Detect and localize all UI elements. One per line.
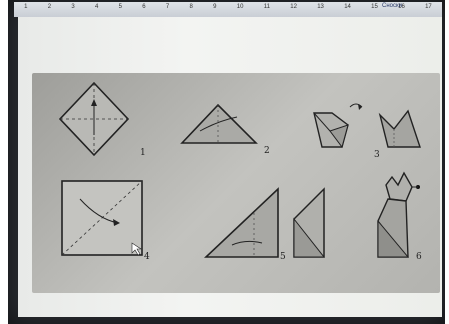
step-label: 5 xyxy=(280,252,286,262)
step-label: 6 xyxy=(416,252,422,262)
origami-illustration: 1 2 xyxy=(32,73,440,293)
step-6-fox xyxy=(378,173,420,257)
ruler-number: 2 xyxy=(48,4,51,10)
step-5-folded xyxy=(294,189,324,257)
step-2-triangle xyxy=(182,105,256,143)
step-3-head xyxy=(380,111,420,147)
ruler-number: 15 xyxy=(371,4,378,10)
origami-steps: 1 2 xyxy=(32,73,440,293)
ruler-number: 5 xyxy=(119,4,122,10)
ruler-number: 1 xyxy=(24,4,27,10)
ruler-numbers: 1 2 3 4 5 6 7 8 9 10 11 12 13 14 15 16 1… xyxy=(14,4,442,10)
step-label: 1 xyxy=(140,148,146,158)
photo: 1 2 3 4 5 6 7 8 9 10 11 12 13 14 15 16 1… xyxy=(8,0,445,324)
ruler-number: 13 xyxy=(317,4,324,10)
step-5-triangle xyxy=(206,189,278,257)
ruler-number: 12 xyxy=(290,4,297,10)
ruler-number: 14 xyxy=(344,4,351,10)
ruler-number: 4 xyxy=(95,4,98,10)
document-area: 1 2 xyxy=(18,17,442,317)
ruler: 1 2 3 4 5 6 7 8 9 10 11 12 13 14 15 16 1… xyxy=(14,2,442,17)
ruler-number: 11 xyxy=(264,4,270,10)
ruler-number: 7 xyxy=(166,4,169,10)
step-label: 3 xyxy=(374,150,380,160)
ruler-number: 3 xyxy=(71,4,74,10)
step-4-square xyxy=(62,181,142,255)
ruler-number: 9 xyxy=(213,4,216,10)
ruler-number: 17 xyxy=(425,4,432,10)
ruler-number: 8 xyxy=(190,4,193,10)
step-1-diamond xyxy=(60,83,128,155)
ruler-number: 6 xyxy=(142,4,145,10)
step-label: 4 xyxy=(144,252,150,262)
ruler-label: Сноски xyxy=(382,3,402,9)
ruler-number: 10 xyxy=(237,4,244,10)
step-label: 2 xyxy=(264,146,270,156)
step-3-fold xyxy=(314,104,362,147)
